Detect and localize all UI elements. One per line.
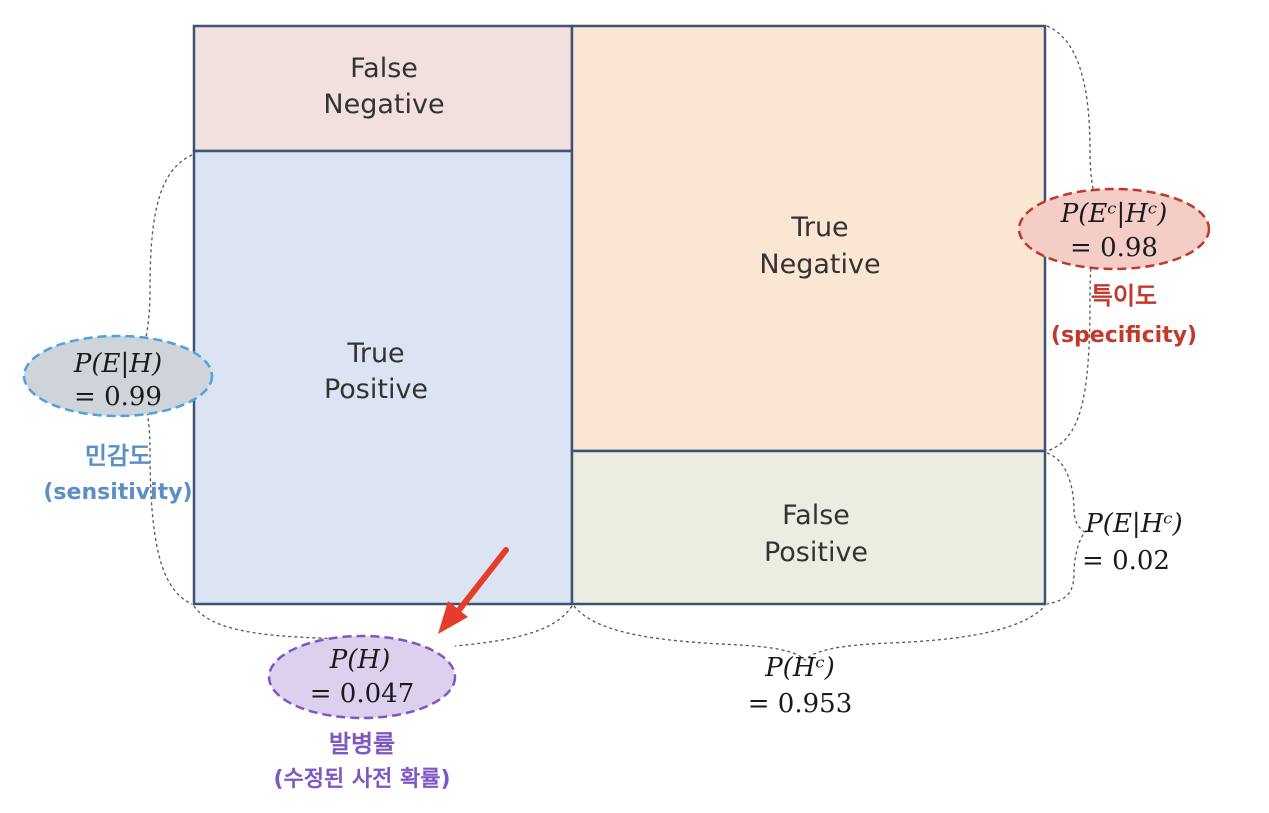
prevalence-value: = 0.047 <box>310 679 414 709</box>
specificity-korean-label: 특이도 <box>1091 282 1157 310</box>
sensitivity-korean-label: 민감도 <box>85 442 151 470</box>
false-positive-rate-value: = 0.02 <box>1082 546 1170 576</box>
false-positive-rate-formula: P(E|Hᶜ) <box>1084 509 1182 539</box>
true-positive-label-line2: Positive <box>324 374 428 405</box>
true-negative-label-line2: Negative <box>759 249 880 280</box>
prevalence-ellipse <box>267 634 457 720</box>
false-positive-cell <box>570 449 1047 606</box>
true-positive-cell <box>192 149 574 606</box>
false-negative-cell <box>192 24 574 153</box>
prevalence-formula: P(H) <box>329 645 390 675</box>
prevalence-korean-label: 발병률 <box>329 730 395 758</box>
specificity-value: = 0.98 <box>1070 233 1158 263</box>
false-positive-brace <box>1046 452 1087 605</box>
complement-brace <box>573 605 1046 661</box>
false-positive-label-line1: False <box>782 500 850 531</box>
false-negative-label-line1: False <box>350 53 418 84</box>
sensitivity-english-label: (sensitivity) <box>43 480 192 505</box>
complement-formula: P(Hᶜ) <box>764 653 835 683</box>
specificity-ellipse <box>1017 187 1211 271</box>
sensitivity-formula: P(E|H) <box>73 349 162 379</box>
false-positive-label-line2: Positive <box>764 537 868 568</box>
sensitivity-ellipse <box>22 334 214 418</box>
complement-value: = 0.953 <box>748 689 852 719</box>
true-negative-label-line1: True <box>790 212 848 243</box>
specificity-formula: P(Eᶜ|Hᶜ) <box>1060 199 1168 229</box>
red-arrow-icon <box>438 547 509 634</box>
false-negative-label-line2: Negative <box>323 89 444 120</box>
true-positive-label-line1: True <box>346 338 404 369</box>
prevalence-korean-sublabel: (수정된 사전 확률) <box>273 767 450 792</box>
sensitivity-value: = 0.99 <box>74 382 162 412</box>
specificity-english-label: (specificity) <box>1051 323 1197 348</box>
true-negative-cell <box>570 24 1047 453</box>
